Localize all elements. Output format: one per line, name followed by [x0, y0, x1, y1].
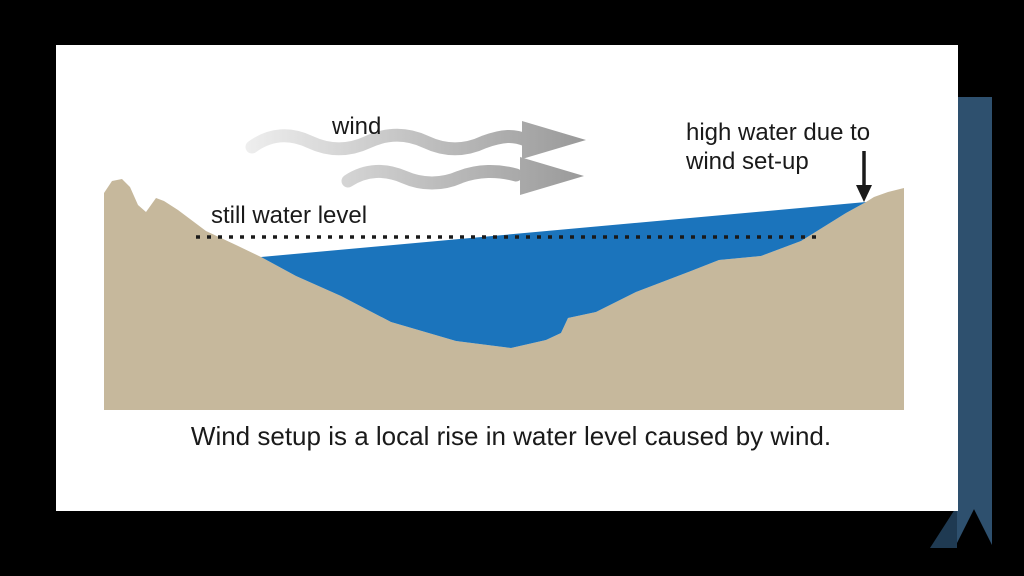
wind-setup-diagram: wind still water level high water due to… — [104, 113, 904, 451]
still-water-level-label: still water level — [211, 202, 367, 229]
high-water-label-line1: high water due to — [686, 119, 870, 146]
down-arrow-head — [856, 185, 872, 202]
wind-arrow-head — [520, 157, 584, 195]
wind-arrow-icon-upper — [245, 121, 586, 159]
wind-label: wind — [331, 113, 381, 140]
down-arrow-icon — [856, 151, 872, 202]
wind-arrow-tail — [341, 165, 523, 190]
ribbon-accent — [956, 97, 992, 545]
diagram-caption: Wind setup is a local rise in water leve… — [191, 421, 831, 451]
diagram-card: wind still water level high water due to… — [56, 45, 958, 511]
wind-arrow-head — [522, 121, 586, 159]
land-cross-section — [104, 179, 904, 410]
ribbon-fold-accent — [930, 506, 957, 548]
wind-arrow-tail — [245, 128, 533, 156]
wind-arrow-icon-lower — [341, 157, 584, 195]
high-water-label-line2: wind set-up — [685, 148, 809, 175]
